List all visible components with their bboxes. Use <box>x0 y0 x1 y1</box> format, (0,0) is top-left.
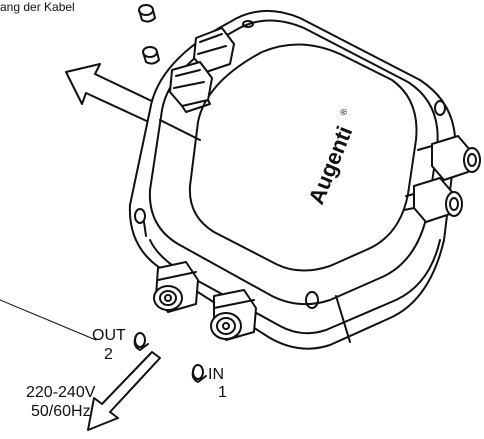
direction-arrow-down-left <box>87 351 161 431</box>
label-out: OUT <box>92 327 126 344</box>
svg-text:®: ® <box>338 107 350 117</box>
label-out-number: 2 <box>104 346 113 363</box>
lid-label-area <box>188 43 418 272</box>
top-caption: ang der Kabel <box>0 0 75 14</box>
label-frequency: 50/60Hz <box>31 403 91 420</box>
cable-gland-bottom-out <box>153 261 199 313</box>
cable-gland-bottom-in <box>210 289 257 341</box>
screw-hole-left <box>134 208 146 224</box>
direction-arrow-upper-left <box>65 63 161 124</box>
loose-plug-in <box>191 364 207 383</box>
screw-hole-top <box>242 20 254 28</box>
cable-gland-right-lower <box>403 177 463 223</box>
leader-line <box>0 299 97 341</box>
label-in-number: 1 <box>218 384 227 401</box>
cable-gland-left-lower <box>169 61 213 113</box>
cable-gland-right-upper <box>431 135 481 181</box>
loose-plug-out <box>133 332 149 351</box>
label-voltage: 220-240V <box>26 384 96 401</box>
cable-gland-left-upper <box>193 27 235 73</box>
screw-hole-right <box>434 100 446 116</box>
housing-lid <box>148 19 439 306</box>
label-in: IN <box>208 366 224 383</box>
loose-plug-top-2 <box>142 46 160 65</box>
screw-hole-bottom <box>305 291 319 309</box>
loose-plug-top-1 <box>138 4 156 23</box>
